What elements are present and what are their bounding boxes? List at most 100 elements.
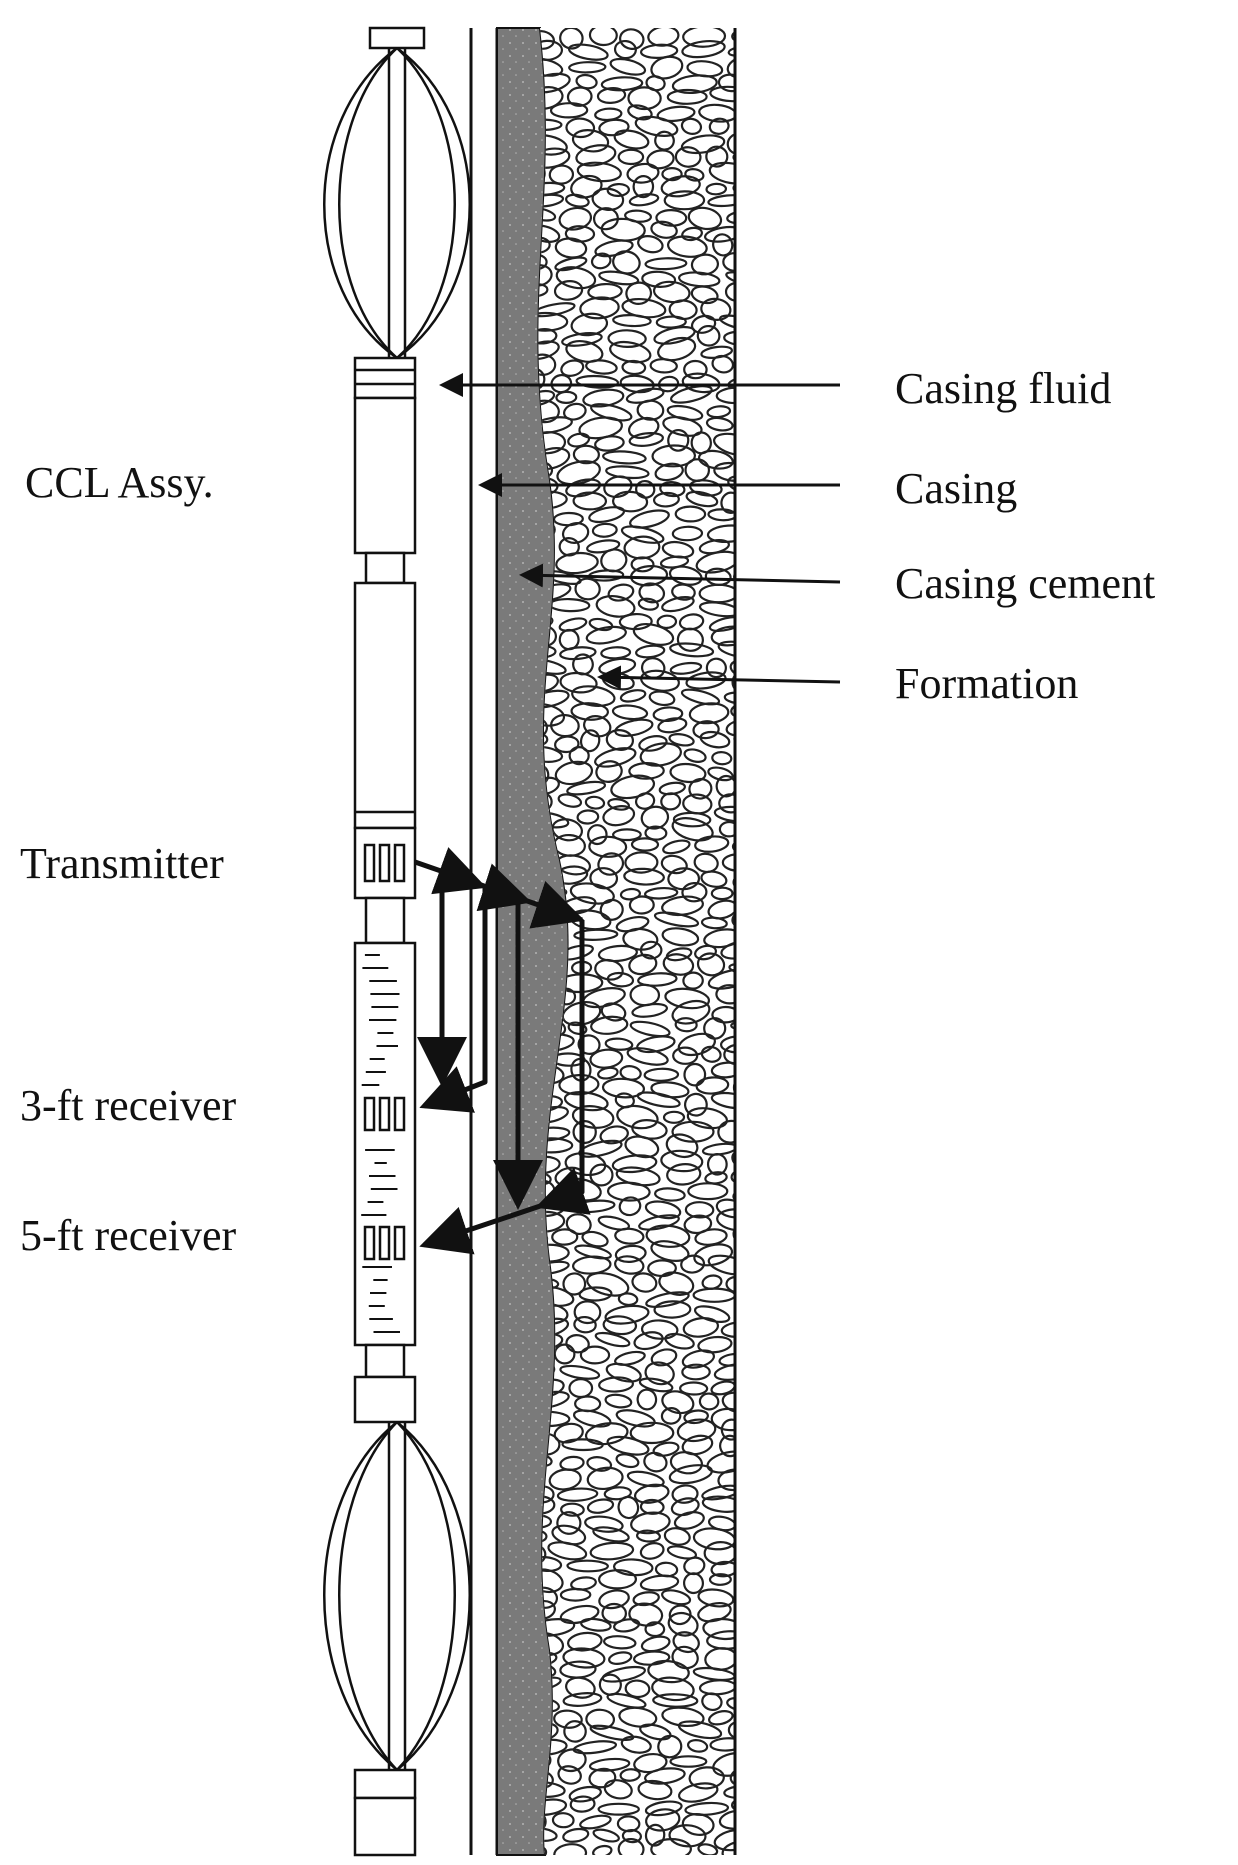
formation-pebble bbox=[694, 835, 730, 853]
formation-pebble bbox=[645, 1291, 690, 1308]
formation-pebble bbox=[725, 719, 735, 737]
formation-pebble bbox=[718, 820, 735, 838]
formation-pebble bbox=[592, 1526, 630, 1543]
formation-pebble bbox=[701, 1484, 735, 1501]
formation-pebble bbox=[636, 1091, 681, 1108]
formation-pebble bbox=[553, 1709, 583, 1729]
formation-pebble bbox=[697, 1335, 733, 1354]
formation-pebble bbox=[559, 671, 598, 694]
formation-pebble bbox=[637, 1779, 673, 1801]
formation-pebble bbox=[698, 103, 735, 123]
formation-pebble bbox=[707, 899, 735, 920]
formation-pebble bbox=[651, 444, 697, 468]
formation-arrow bbox=[597, 665, 841, 690]
formation-pebble bbox=[653, 1300, 692, 1319]
formation-pebble bbox=[647, 1659, 690, 1684]
ray-arrowhead-2 bbox=[476, 863, 532, 912]
formation-pebble bbox=[538, 399, 560, 424]
formation-pebble bbox=[631, 1002, 669, 1018]
formation-pebble bbox=[601, 1602, 628, 1624]
formation-pebble bbox=[626, 1470, 665, 1488]
formation-pebble bbox=[660, 792, 682, 811]
formation-pebble bbox=[594, 747, 637, 768]
formation-pebble bbox=[638, 735, 668, 752]
formation-pebble bbox=[650, 55, 684, 80]
formation-pebble bbox=[732, 866, 735, 892]
formation-pebble bbox=[538, 253, 548, 271]
formation-pebble bbox=[710, 1061, 735, 1079]
formation-pebble bbox=[638, 582, 666, 604]
formation-pebble bbox=[538, 340, 560, 361]
formation-pebble bbox=[588, 835, 628, 858]
formation-pebble bbox=[585, 359, 618, 375]
formation-pebble bbox=[685, 490, 719, 508]
callout-arrows bbox=[439, 373, 841, 690]
formation-pebble bbox=[673, 1511, 705, 1530]
formation-pebble bbox=[634, 115, 679, 137]
formation-pebble bbox=[717, 73, 735, 93]
formation-pebble bbox=[557, 1748, 587, 1773]
formation-pebble bbox=[591, 522, 618, 538]
formation-pebble bbox=[555, 551, 599, 575]
formation-pebble bbox=[621, 359, 647, 376]
formation-pebble bbox=[614, 1227, 645, 1245]
formation-pebble bbox=[651, 1676, 695, 1702]
formation-pebble bbox=[710, 1091, 735, 1110]
formation-pebble bbox=[669, 642, 715, 658]
formation-pebble bbox=[700, 916, 728, 930]
formation-pebble bbox=[629, 1421, 675, 1445]
formation-pebble bbox=[574, 577, 601, 601]
formation-pebble bbox=[661, 1390, 695, 1415]
formation-pebble bbox=[599, 898, 624, 921]
formation-pebble bbox=[681, 881, 708, 903]
formation-pebble bbox=[554, 237, 588, 259]
formation-pebble bbox=[708, 117, 730, 135]
formation-pebble bbox=[725, 1275, 735, 1294]
formation-pebble bbox=[599, 1125, 629, 1145]
formation-pebble bbox=[652, 706, 684, 723]
formation-pebble bbox=[602, 450, 647, 465]
formation-pebble bbox=[556, 460, 601, 486]
formation-pebble bbox=[613, 1618, 641, 1633]
formation-pebble bbox=[719, 1034, 735, 1054]
formation-pebble bbox=[727, 44, 735, 58]
formation-pebble bbox=[644, 1361, 675, 1386]
formation-pebble bbox=[598, 1569, 638, 1590]
formation-pebble bbox=[671, 74, 718, 95]
formation-pebble bbox=[594, 1331, 631, 1348]
formation-pebble bbox=[713, 461, 735, 482]
logging-tool bbox=[323, 26, 471, 1857]
formation-pebble bbox=[671, 1120, 715, 1143]
formation-pebble bbox=[646, 149, 675, 170]
formation-pebble bbox=[662, 839, 691, 855]
formation-pebble bbox=[677, 1782, 719, 1803]
formation-pebble bbox=[547, 1541, 588, 1561]
formation-pebble bbox=[730, 703, 735, 718]
receiver-section bbox=[353, 941, 417, 1347]
formation-pebble bbox=[730, 1797, 735, 1813]
formation-pebble bbox=[566, 780, 607, 796]
formation-pebble bbox=[562, 1692, 603, 1707]
formation-pebble bbox=[582, 388, 625, 408]
formation-pebble bbox=[589, 1541, 635, 1561]
formation-pebble bbox=[664, 987, 711, 1010]
formation-pebble bbox=[548, 1468, 582, 1491]
formation-pebble bbox=[538, 1798, 568, 1816]
label-casing: Casing bbox=[895, 464, 1017, 513]
formation-pebble bbox=[559, 1364, 601, 1380]
label-formation: Formation bbox=[895, 659, 1078, 708]
upper-centralizer bbox=[323, 26, 471, 360]
formation-pebble bbox=[671, 999, 711, 1025]
formation-pebble bbox=[701, 1692, 723, 1712]
formation-pebble bbox=[662, 1110, 686, 1124]
formation-pebble bbox=[653, 911, 700, 928]
formation-pebble bbox=[628, 895, 655, 915]
formation-pebble bbox=[591, 187, 625, 211]
formation-pebble bbox=[627, 86, 662, 111]
formation-pebble bbox=[708, 161, 735, 185]
formation-pebble bbox=[703, 1540, 735, 1566]
formation-pebble bbox=[595, 760, 623, 783]
formation-pebble bbox=[538, 1568, 564, 1594]
formation-pebble bbox=[723, 1043, 735, 1066]
formation-pebble bbox=[716, 1208, 735, 1232]
